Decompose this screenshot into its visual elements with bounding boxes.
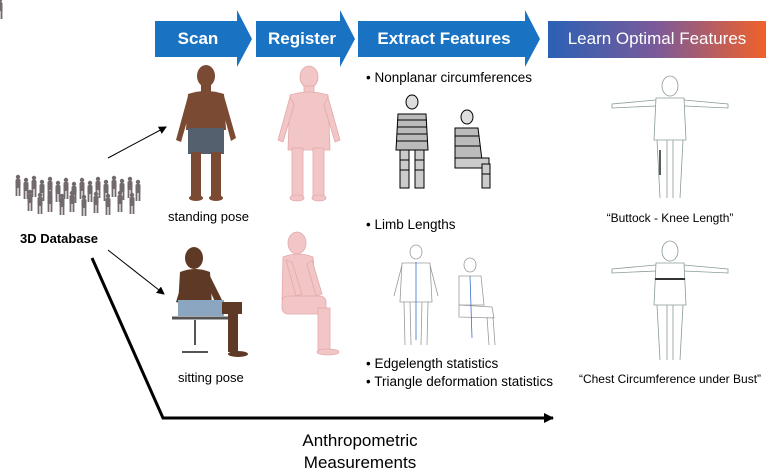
learned-mesh-top <box>611 75 729 199</box>
sitting-pose-label: sitting pose <box>178 370 244 385</box>
arrow-to-measurements <box>90 257 554 423</box>
measurements-line-1: Anthropometric <box>302 431 418 450</box>
feature-edge: • Edgelength statistics <box>366 356 499 371</box>
learned-caption-bottom: “Chest Circumference under Bust” <box>578 372 762 386</box>
scan-standing-figure <box>176 65 236 201</box>
stage-arrow-scan <box>155 10 252 67</box>
stage-label-register: Register <box>267 29 337 48</box>
feature-circumference-sitting <box>454 109 491 189</box>
stage-label-scan: Scan <box>177 29 219 48</box>
learned-caption-top: “Buttock - Knee Length” <box>606 211 734 225</box>
database-label: 3D Database <box>20 231 99 246</box>
arrow-to-sitting <box>107 249 165 295</box>
standing-pose-label: standing pose <box>168 209 249 224</box>
learned-mesh-bottom <box>611 240 729 361</box>
stage-arrow-extract <box>358 10 540 67</box>
stage-arrow-register <box>256 10 355 67</box>
stage-label-extract: Extract Features <box>377 29 511 48</box>
stage-box-learn <box>548 21 766 58</box>
feature-limb-sitting <box>458 257 496 346</box>
register-sitting-figure <box>281 231 340 356</box>
crowd-figures <box>0 0 141 216</box>
feature-nonplanar: • Nonplanar circumferences <box>366 70 533 85</box>
feature-triangle: • Triangle deformation statistics <box>366 374 554 389</box>
feature-limb-standing <box>393 244 439 346</box>
stage-label-learn: Learn Optimal Features <box>567 29 747 48</box>
register-standing-figure <box>277 65 341 202</box>
measurements-line-2: Measurements <box>303 453 417 472</box>
measurements-label: Anthropometric Measurements <box>280 430 440 474</box>
arrow-to-standing <box>107 126 167 159</box>
feature-circumference-standing <box>395 94 429 189</box>
scan-sitting-figure <box>172 247 248 357</box>
feature-limb: • Limb Lengths <box>366 217 456 232</box>
